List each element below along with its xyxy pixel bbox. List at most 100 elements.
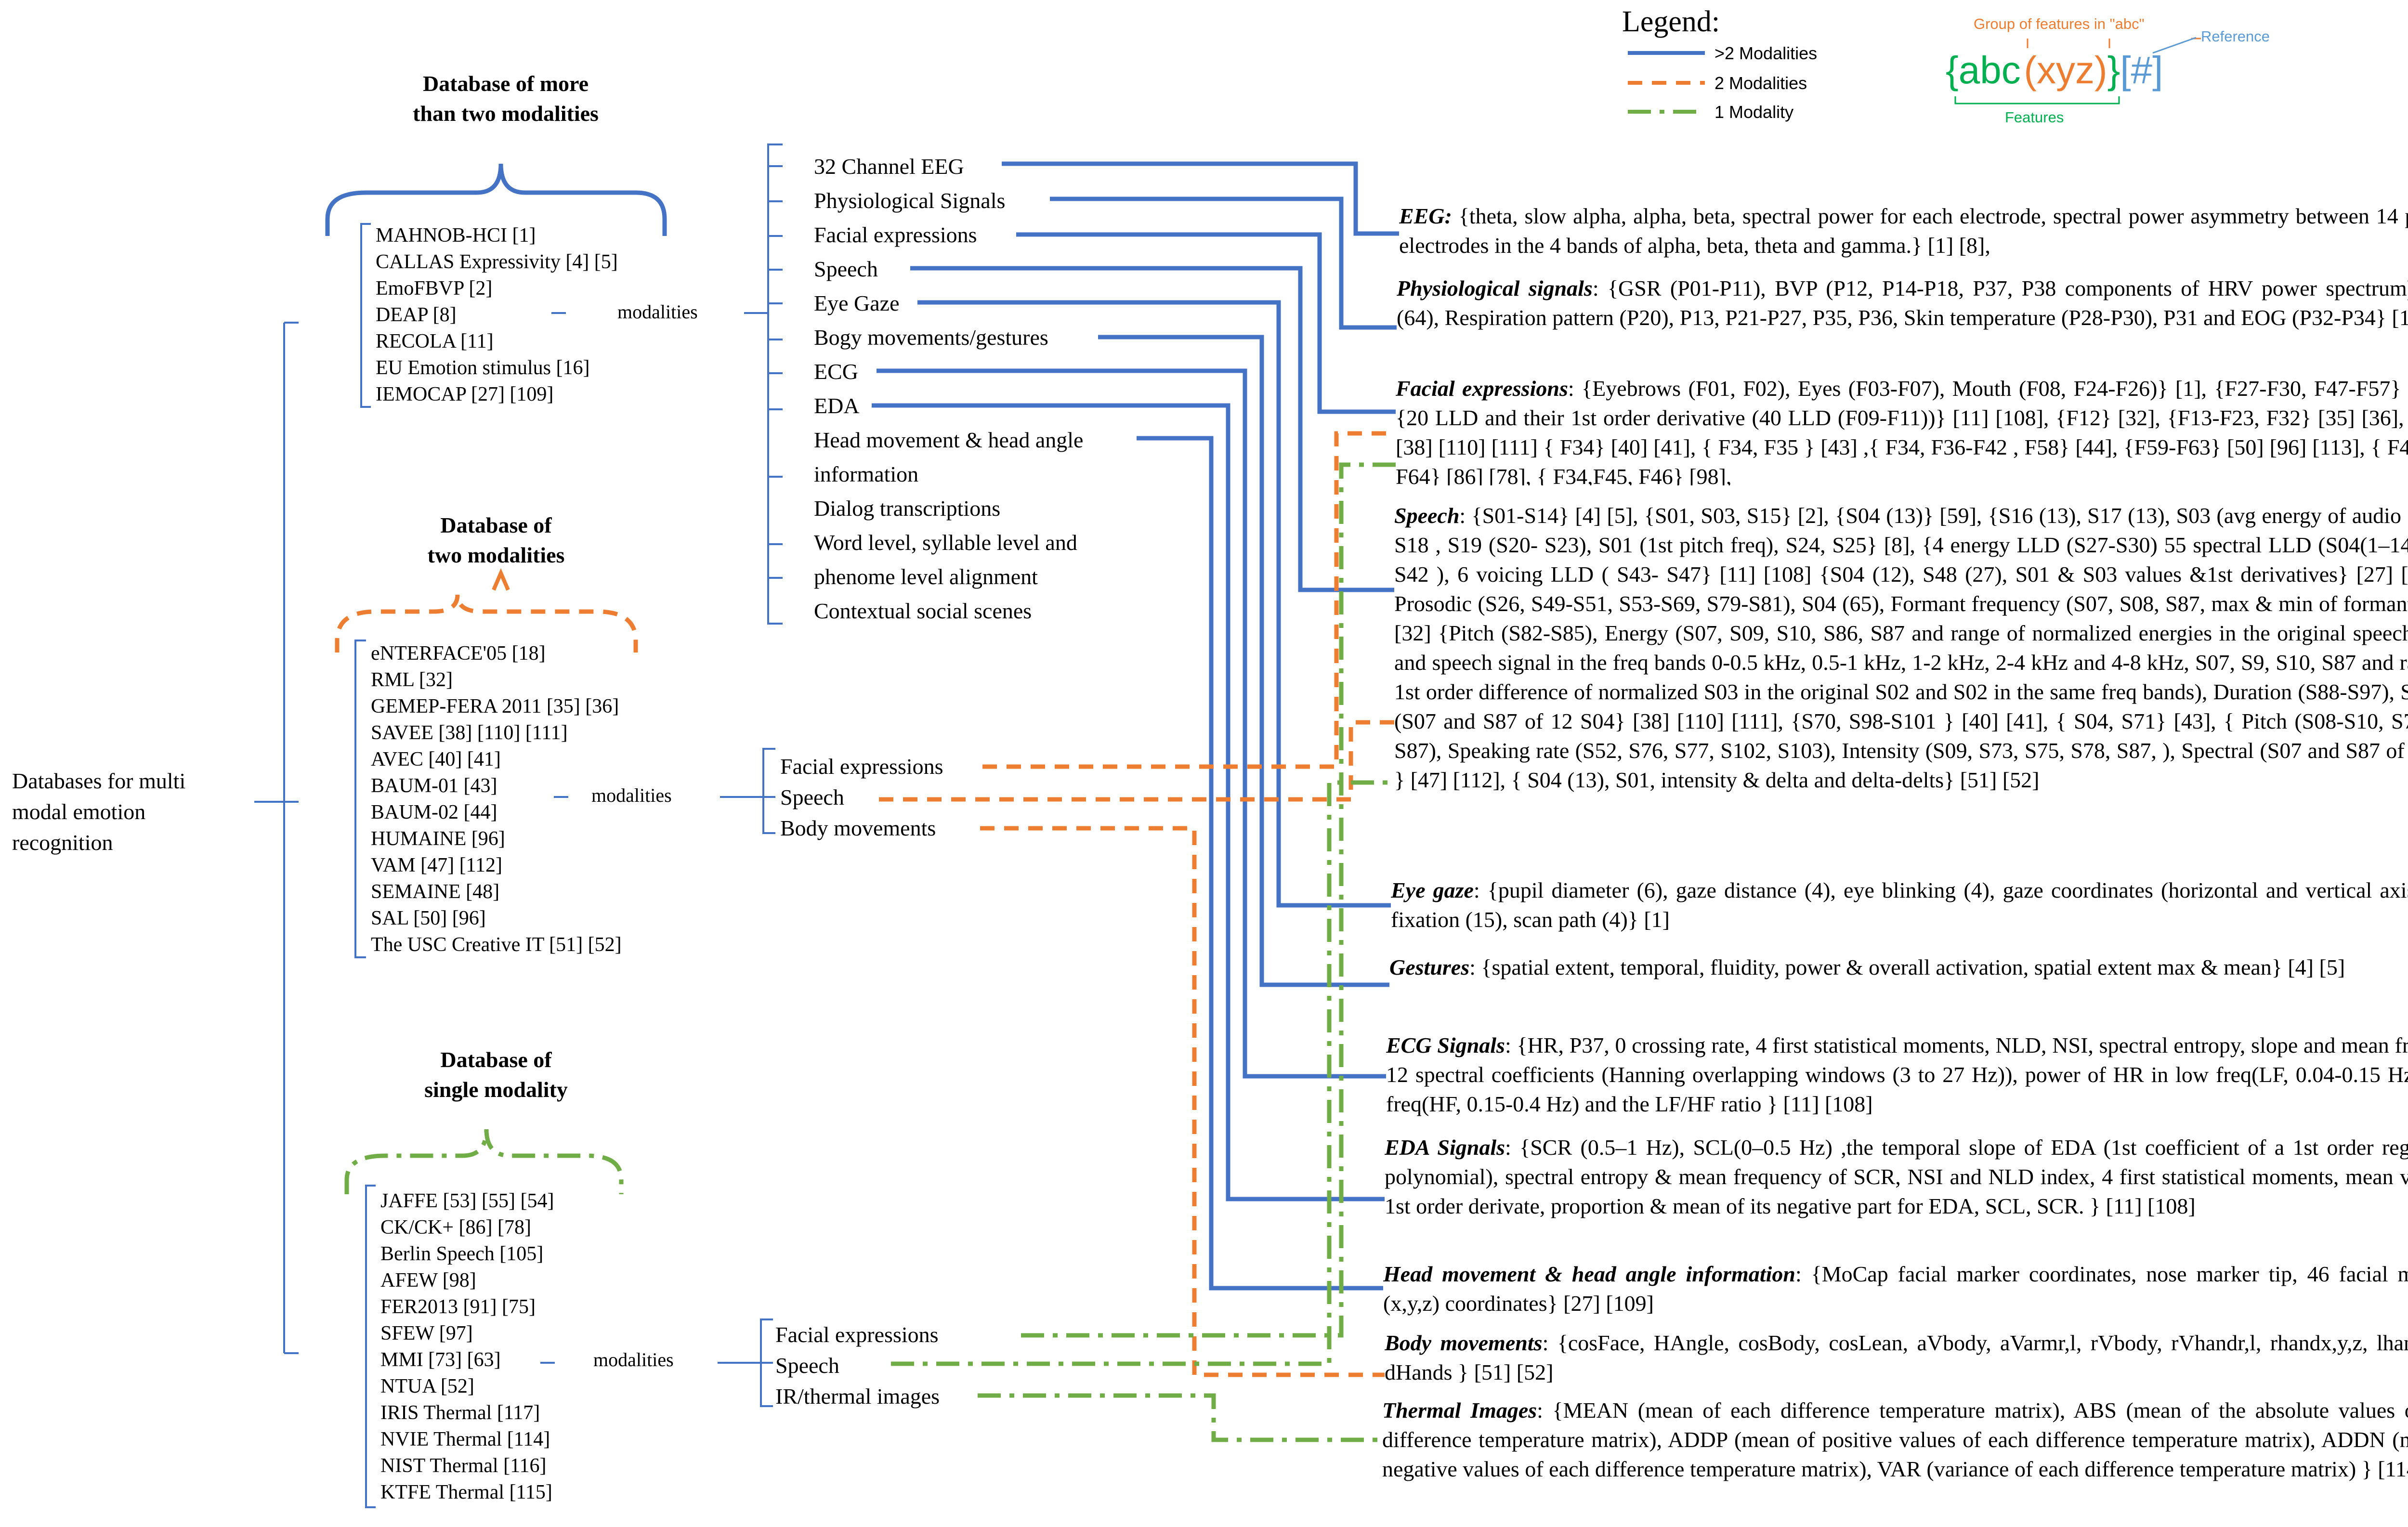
link-two-body bbox=[980, 826, 1385, 1377]
database-item: Berlin Speech [105] bbox=[380, 1243, 544, 1265]
feature-name: Head movement & head angle information bbox=[1383, 1262, 1795, 1286]
notation-group-caption: Group of features in "abc" bbox=[1974, 15, 2145, 32]
feature-name: Facial expressions bbox=[1396, 376, 1568, 401]
database-item: EU Emotion stimulus [16] bbox=[376, 357, 590, 379]
database-item: NIST Thermal [116] bbox=[380, 1455, 547, 1477]
feature-name: Speech bbox=[1394, 503, 1460, 528]
modality-item: Speech bbox=[780, 785, 844, 809]
modality-item: Facial expressions bbox=[780, 754, 943, 779]
database-item: IEMOCAP [27] [109] bbox=[376, 383, 554, 405]
root-label: Databases for multi modal emotion recogn… bbox=[12, 766, 185, 858]
feature-text: : {S01-S14} [4] [5], {S01, S03, S15} [2]… bbox=[1394, 503, 2408, 792]
root-label-line: modal emotion bbox=[12, 799, 146, 824]
notation-close-brace: } bbox=[2107, 49, 2120, 91]
database-list-two: eNTERFACE'05 [18] RML [32] GEMEP-FERA 20… bbox=[371, 640, 622, 958]
modality-item: information bbox=[814, 462, 919, 486]
root-label-line: recognition bbox=[12, 830, 113, 855]
link-two-speech bbox=[879, 720, 1394, 802]
link-two-facial bbox=[982, 431, 1394, 769]
database-item: RECOLA [11] bbox=[376, 330, 494, 352]
modality-item: Eye Gaze bbox=[814, 291, 900, 315]
database-item: SFEW [97] bbox=[380, 1322, 473, 1344]
database-item: FER2013 [91] [75] bbox=[380, 1296, 536, 1318]
modality-list-single: Facial expressions Speech IR/thermal ima… bbox=[775, 1319, 940, 1412]
legend-title: Legend: bbox=[1622, 5, 1720, 38]
database-item: HUMAINE [96] bbox=[371, 828, 505, 850]
feature-name: Thermal Images bbox=[1382, 1398, 1537, 1423]
database-item: EmoFBVP [2] bbox=[376, 277, 493, 300]
feature-box-ecg: ECG Signals: {HR, P37, 0 crossing rate, … bbox=[1386, 1031, 2408, 1122]
database-item: MAHNOB-HCI [1] bbox=[376, 224, 536, 247]
database-item: AFEW [98] bbox=[380, 1269, 476, 1292]
database-item: AVEC [40] [41] bbox=[371, 748, 501, 770]
database-item: CK/CK+ [86] [78] bbox=[380, 1216, 531, 1239]
link-eye-gaze bbox=[917, 300, 1391, 908]
notation-group-name: abc bbox=[1958, 49, 2021, 91]
modality-item: Speech bbox=[814, 257, 878, 281]
feature-box-body-movements: Body movements: {cosFace, HAngle, cosBod… bbox=[1385, 1328, 2408, 1390]
notation-example: {abc (xyz)}[#] bbox=[1946, 46, 2163, 94]
group-title-line: Database of bbox=[440, 1047, 552, 1072]
modality-item: EDA bbox=[814, 393, 860, 418]
group-brace-single bbox=[344, 1129, 624, 1194]
modality-item: Facial expressions bbox=[814, 222, 977, 247]
database-item: SAVEE [38] [110] [111] bbox=[371, 722, 568, 744]
feature-name: EDA Signals bbox=[1385, 1135, 1505, 1160]
group-title-line: than two modalities bbox=[413, 101, 599, 126]
group-title-line: Database of more bbox=[422, 71, 589, 96]
notation-features-caption: Features bbox=[2005, 109, 2064, 126]
feature-text: {theta, slow alpha, alpha, beta, spectra… bbox=[1399, 204, 2408, 258]
database-item: GEMEP-FERA 2011 [35] [36] bbox=[371, 695, 619, 718]
root-bracket bbox=[254, 322, 299, 1354]
database-item: KTFE Thermal [115] bbox=[380, 1481, 552, 1503]
link-single-speech bbox=[891, 780, 1394, 1366]
modality-item: Speech bbox=[775, 1353, 839, 1378]
group-brace-two bbox=[335, 594, 638, 653]
database-item: RML [32] bbox=[371, 669, 453, 691]
link-speech bbox=[910, 266, 1394, 592]
feature-box-thermal: Thermal Images: {MEAN (mean of each diff… bbox=[1382, 1396, 2408, 1511]
database-item: eNTERFACE'05 [18] bbox=[371, 642, 546, 665]
modality-item: Body movements bbox=[780, 816, 936, 840]
feature-name: Gestures bbox=[1389, 955, 1470, 979]
modality-item: Word level, syllable level and bbox=[814, 530, 1077, 555]
database-item: VAM [47] [112] bbox=[371, 854, 502, 876]
modality-item: phenome level alignment bbox=[814, 564, 1038, 589]
database-item: BAUM-01 [43] bbox=[371, 775, 497, 797]
feature-text: : {MEAN (mean of each difference tempera… bbox=[1382, 1398, 2408, 1481]
feature-text: : {pupil diameter (6), gaze distance (4)… bbox=[1391, 878, 2408, 932]
modality-bracket-multi bbox=[744, 144, 783, 625]
modality-item: ECG bbox=[814, 359, 858, 384]
database-bracket-single bbox=[365, 1185, 376, 1508]
modality-bracket-two bbox=[720, 748, 775, 834]
feature-box-eda: EDA Signals: {SCR (0.5–1 Hz), SCL(0–0.5 … bbox=[1385, 1133, 2408, 1254]
link-eeg bbox=[1002, 161, 1399, 236]
modality-list-two: Facial expressions Speech Body movements bbox=[780, 751, 943, 844]
feature-text: : {MoCap facial marker coordinates, nose… bbox=[1383, 1262, 2408, 1316]
feature-name: ECG Signals bbox=[1386, 1033, 1505, 1057]
modality-item: Facial expressions bbox=[775, 1322, 939, 1347]
database-item: CALLAS Expressivity [4] [5] bbox=[376, 251, 618, 273]
modalities-label: modalities bbox=[593, 1349, 674, 1370]
database-item: DEAP [8] bbox=[376, 304, 457, 326]
group-title-multi: Database of more than two modalities bbox=[380, 69, 631, 129]
modality-bracket-single bbox=[718, 1318, 773, 1407]
link-ecg bbox=[877, 368, 1386, 1079]
database-item: NTUA [52] bbox=[380, 1375, 474, 1397]
modality-item: Bogy movements/gestures bbox=[814, 325, 1048, 350]
root-label-line: Databases for multi bbox=[12, 769, 186, 793]
feature-name: Eye gaze bbox=[1391, 878, 1474, 902]
feature-text: : {GSR (P01-P11), BVP (P12, P14-P18, P37… bbox=[1397, 276, 2408, 330]
database-item: MMI [73] [63] bbox=[380, 1349, 501, 1371]
database-item: JAFFE [53] [55] [54] bbox=[380, 1190, 554, 1212]
modalities-label: modalities bbox=[591, 784, 672, 806]
group-title-single: Database of single modality bbox=[380, 1045, 612, 1105]
modality-list-multi: 32 Channel EEG Physiological Signals Fac… bbox=[814, 149, 1083, 628]
legend-item-single: 1 Modality bbox=[1714, 102, 1794, 122]
feature-box-speech: Speech: {S01-S14} [4] [5], {S01, S03, S1… bbox=[1394, 501, 2408, 862]
group-title-line: single modality bbox=[424, 1077, 568, 1102]
feature-box-facial: Facial expressions: {Eyebrows (F01, F02)… bbox=[1396, 374, 2408, 485]
feature-text: : {HR, P37, 0 crossing rate, 4 first sta… bbox=[1386, 1033, 2408, 1116]
